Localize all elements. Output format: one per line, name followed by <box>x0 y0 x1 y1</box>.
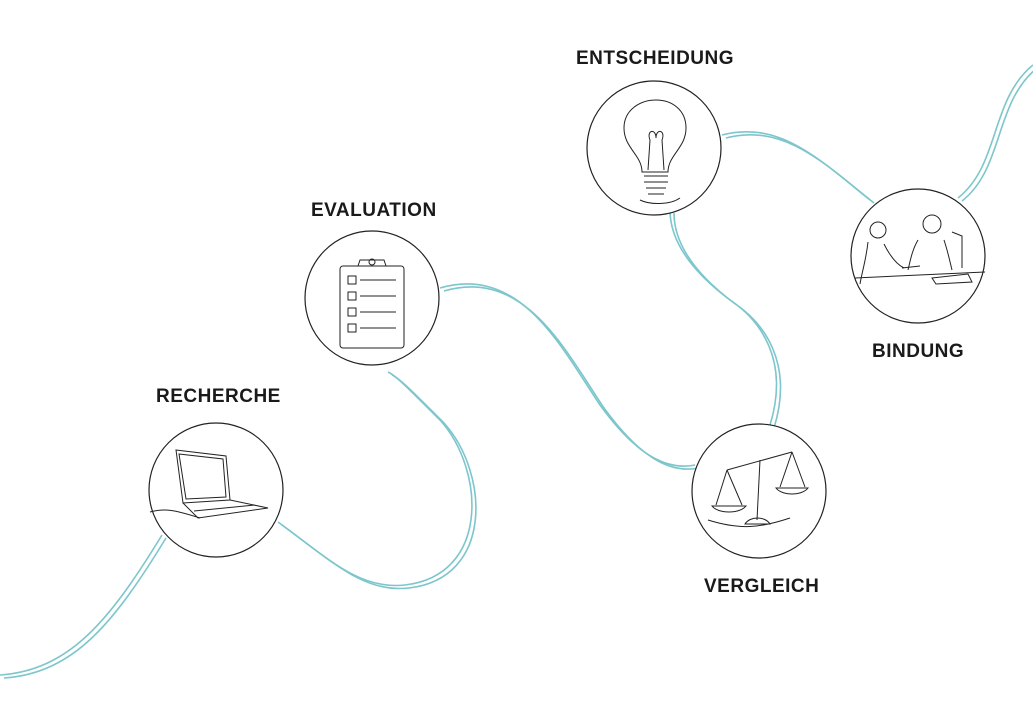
stage-evaluation-circle <box>304 230 440 366</box>
stage-bindung <box>850 188 986 324</box>
balance-scale-icon <box>707 451 810 527</box>
light-bulb-icon <box>623 99 687 204</box>
stage-vergleich-circle <box>691 423 827 559</box>
stage-entscheidung <box>586 80 722 216</box>
stage-bindung-circle <box>850 188 986 324</box>
stage-entscheidung-circle <box>586 80 722 216</box>
stage-recherche <box>148 422 284 558</box>
stage-label-bindung: BINDUNG <box>872 341 965 362</box>
stage-label-evaluation: EVALUATION <box>311 200 437 221</box>
handshake-meeting-icon <box>854 214 986 285</box>
stage-vergleich <box>691 423 827 559</box>
stage-label-entscheidung: ENTSCHEIDUNG <box>576 48 735 69</box>
stage-recherche-circle <box>148 422 284 558</box>
journey-path <box>0 64 1033 679</box>
stage-evaluation <box>304 230 440 366</box>
laptop-icon <box>149 449 269 519</box>
stage-label-recherche: RECHERCHE <box>156 386 281 407</box>
clipboard-checklist-icon <box>339 258 405 349</box>
stage-label-vergleich: VERGLEICH <box>704 576 820 597</box>
